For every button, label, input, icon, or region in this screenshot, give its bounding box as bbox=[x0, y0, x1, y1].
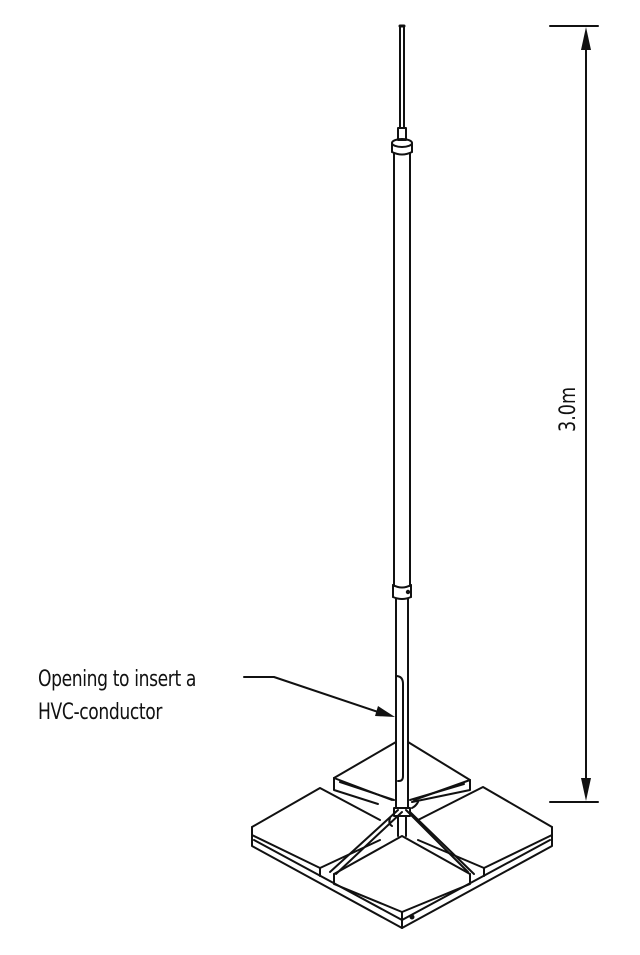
height-dimension bbox=[549, 25, 599, 803]
callout-leader bbox=[243, 676, 395, 717]
upper-mast-tube bbox=[393, 152, 411, 587]
base-weight-right bbox=[417, 786, 553, 877]
mast-top-cap bbox=[391, 138, 413, 156]
base-frame bbox=[251, 834, 553, 929]
base-straps bbox=[329, 781, 475, 875]
callout-text-line2: HVC-conductor bbox=[38, 700, 163, 725]
callout-text-line1: Opening to insert a bbox=[38, 667, 196, 692]
conductor-slot-opening bbox=[395, 675, 404, 782]
base-weight-left bbox=[251, 787, 381, 877]
lower-mast-tube bbox=[395, 598, 409, 809]
mast-foot-clamp bbox=[388, 801, 419, 837]
height-dimension-label: 3.0m bbox=[556, 386, 581, 432]
mast-coupling bbox=[392, 584, 412, 600]
base-weight-front bbox=[333, 835, 471, 913]
antenna-rod bbox=[397, 24, 407, 141]
